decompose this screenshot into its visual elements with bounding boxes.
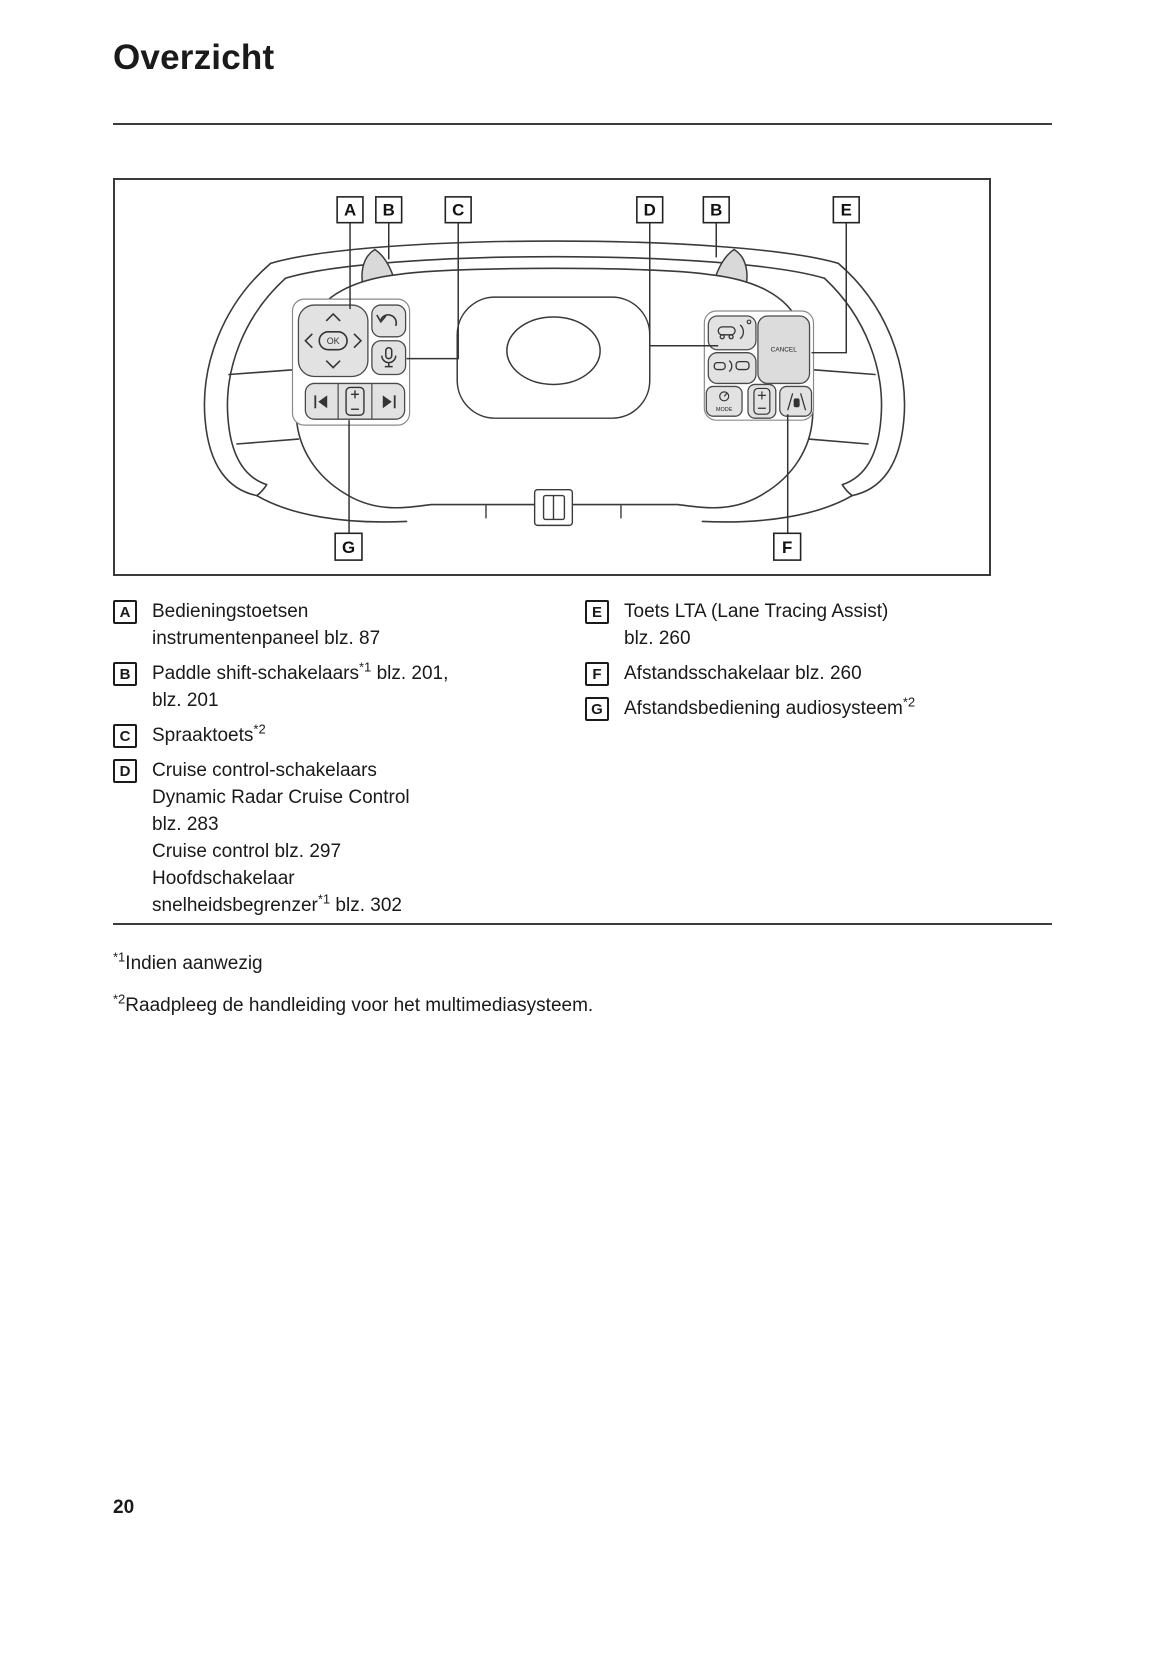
voice-icon: [381, 346, 397, 368]
wheel-rim: [203, 240, 906, 523]
gauge-icon: [719, 391, 730, 402]
lower-trim: [485, 488, 622, 527]
right-switch-cluster: CANCEL MODE: [703, 310, 815, 421]
legend-text: Bedieningstoetsen instrumentenpaneel blz…: [152, 601, 381, 649]
wheel-rim-right: [823, 262, 906, 497]
mode-label: MODE: [716, 407, 733, 413]
callout-b-left: B: [375, 196, 403, 224]
back-button: [371, 304, 407, 338]
arrow-left-icon: [304, 333, 313, 349]
mode-button: MODE: [705, 385, 743, 417]
legend-item-f: F Afstandsschakelaar blz. 260: [585, 660, 1050, 687]
callout-e: E: [832, 196, 860, 224]
callout-a: A: [336, 196, 364, 224]
callout-d: D: [636, 196, 664, 224]
lta-button: [779, 385, 813, 417]
left-switch-cluster: OK: [291, 298, 411, 426]
wheel-rim-top: [269, 240, 840, 265]
legend-column-right: E Toets LTA (Lane Tracing Assist) blz. 26…: [585, 598, 1050, 730]
cancel-button: CANCEL: [757, 315, 811, 385]
callout-b-right: B: [702, 196, 730, 224]
right-spoke: [807, 368, 876, 445]
wheel-rim-bottom: [255, 494, 408, 523]
callout-f: F: [773, 532, 802, 561]
voice-button: [371, 340, 407, 376]
svg-text:B: B: [383, 201, 395, 220]
cancel-label: CANCEL: [771, 347, 798, 354]
arrow-down-icon: [325, 360, 341, 369]
svg-text:F: F: [782, 538, 792, 557]
callouts: A B C D B: [334, 196, 860, 561]
back-icon: [376, 314, 398, 327]
steering-wheel-diagram: OK: [203, 196, 906, 561]
page-number: 20: [113, 1497, 135, 1518]
prev-track-icon: [314, 395, 328, 409]
legend-item-g: G Afstandsbediening audiosysteem*2: [585, 695, 1050, 722]
cruise-control-button: [707, 315, 757, 351]
left-spoke: [228, 368, 300, 445]
legend-item-a: A Bedieningstoetsen instrumentenpaneel bl…: [113, 598, 573, 652]
cruise-dot-icon: [746, 319, 752, 325]
legend-key: A: [113, 600, 137, 624]
legend-text: Afstandsbediening audiosysteem*2: [624, 694, 916, 719]
legend-text: Spraaktoets*2: [152, 721, 266, 746]
leader-e: [811, 222, 848, 354]
legend-key: D: [113, 759, 137, 783]
four-way-pad: OK: [297, 304, 369, 378]
svg-text:G: G: [342, 538, 355, 557]
ok-button: [318, 331, 348, 351]
arrow-up-icon: [325, 312, 341, 322]
callout-g: G: [334, 532, 363, 561]
section-divider: [113, 923, 1052, 925]
media-bar: [304, 382, 406, 420]
legend-text: Paddle shift-schakelaars*1 blz. 201, blz…: [152, 659, 449, 711]
svg-text:A: A: [344, 201, 356, 220]
figure-box: OK: [113, 178, 991, 576]
lane-assist-icon: [787, 393, 807, 411]
speed-limiter-rocker: [747, 383, 777, 419]
footnotes: *1Indien aanwezig *2Raadpleeg de handleid…: [113, 950, 1013, 1034]
svg-text:B: B: [710, 201, 722, 220]
legend-item-e: E Toets LTA (Lane Tracing Assist) blz. 26…: [585, 598, 1050, 652]
footnote: *2Raadpleeg de handleiding voor het mult…: [113, 991, 594, 1016]
legend-column-left: A Bedieningstoetsen instrumentenpaneel bl…: [113, 598, 573, 927]
title-divider: [113, 123, 1052, 125]
ok-label: OK: [327, 336, 340, 346]
legend-item-c: C Spraaktoets*2: [113, 722, 573, 749]
legend-item-b: B Paddle shift-schakelaars*1 blz. 201, bl…: [113, 660, 573, 714]
legend-key: F: [585, 662, 609, 686]
legend-key: G: [585, 697, 609, 721]
volume-rocker-icon: [345, 386, 365, 416]
legend-text: Cruise control-schakelaars Dynamic Radar…: [152, 760, 410, 916]
footnote: *1Indien aanwezig: [113, 949, 263, 974]
leader-lines: [348, 222, 848, 534]
legend-key: C: [113, 724, 137, 748]
callout-c: C: [444, 196, 472, 224]
leader-d: [649, 222, 719, 347]
distance-icon: [713, 360, 750, 373]
legend-key: E: [585, 600, 609, 624]
leader-c: [406, 222, 459, 360]
next-track-icon: [382, 395, 396, 409]
svg-text:C: C: [452, 201, 464, 220]
legend-text: Toets LTA (Lane Tracing Assist) blz. 260: [624, 601, 889, 649]
svg-text:D: D: [644, 201, 656, 220]
legend-key: B: [113, 662, 137, 686]
arrow-right-icon: [353, 333, 363, 349]
horn-pad-oval: [506, 316, 601, 386]
airbag-seam: [456, 296, 651, 419]
legend-item-d: D Cruise control-schakelaars Dynamic Rada…: [113, 757, 573, 919]
wheel-rim-left: [203, 262, 287, 497]
legend-text: Afstandsschakelaar blz. 260: [624, 663, 862, 684]
svg-text:E: E: [841, 201, 852, 220]
distance-button: [707, 352, 757, 385]
page-title: Overzicht: [113, 38, 275, 77]
cruise-car-icon: [717, 324, 744, 340]
